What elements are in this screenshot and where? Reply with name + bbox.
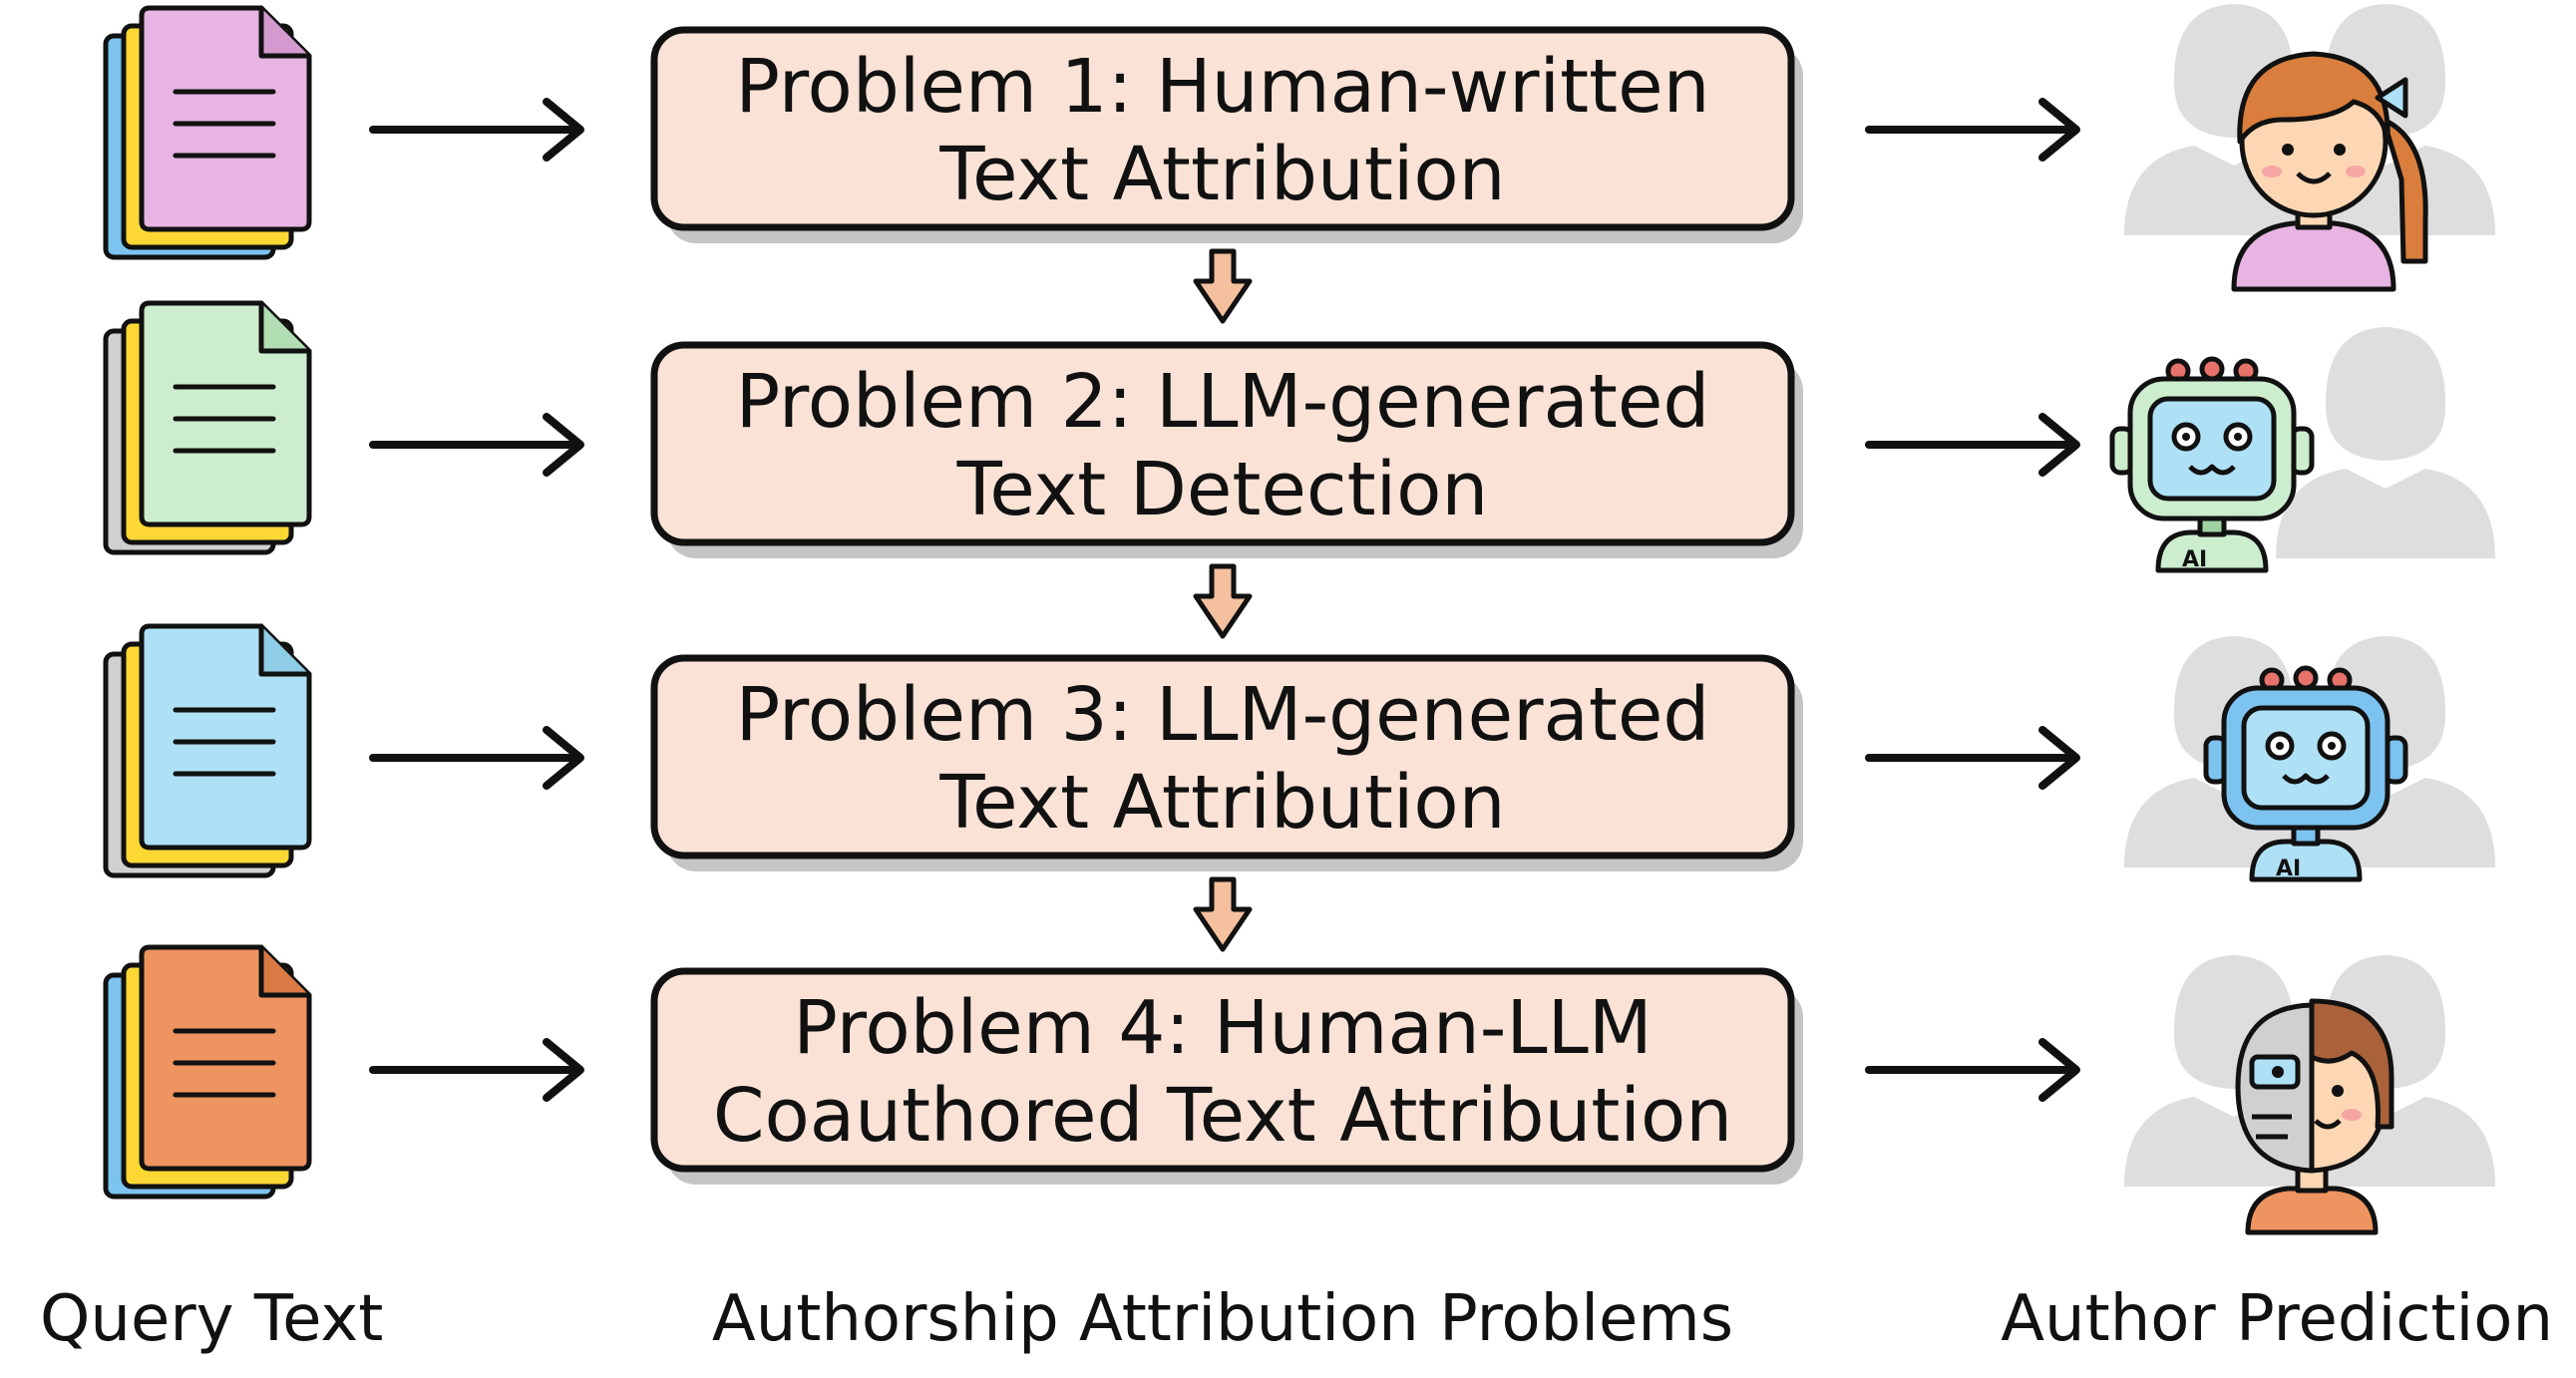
query-docs-2 [103,300,312,555]
problem-3-line-2: Text Attribution [938,760,1505,846]
right-arrow-icon [369,98,584,162]
down-arrow-icon [1193,248,1253,324]
right-arrow-icon [1865,1038,2080,1102]
woman-avatar-icon [2231,51,2428,292]
query-docs-3 [103,623,312,878]
author-prediction-1 [2124,4,2495,292]
problem-box-3: Problem 3: LLM-generated Text Attributio… [650,654,1803,871]
query-docs-4 [103,944,312,1200]
problem-1-line-2: Text Attribution [938,132,1505,217]
robot-badge-label: AI [2182,547,2207,572]
author-prediction-2: AI [2109,327,2495,573]
robot-avatar-icon: AI [2203,665,2408,882]
author-prediction-3: AI [2124,636,2495,882]
right-arrow-icon [369,726,584,790]
problems-label: Authorship Attribution Problems [712,1282,1733,1356]
problem-box-4: Problem 4: Human-LLM Coauthored Text Att… [650,967,1803,1185]
problem-4-line-1: Problem 4: Human-LLM [793,985,1652,1071]
robot-avatar-icon: AI [2109,356,2315,573]
problem-box-1: Problem 1: Human-written Text Attributio… [650,26,1803,243]
human-robot-avatar-icon [2235,998,2394,1235]
down-arrow-icon [1193,876,1253,952]
problem-3-line-1: Problem 3: LLM-generated [736,672,1710,758]
right-arrow-icon [369,1038,584,1102]
problem-box-2: Problem 2: LLM-generated Text Detection [650,341,1803,558]
right-arrow-icon [1865,726,2080,790]
problem-1-line-1: Problem 1: Human-written [735,44,1709,130]
query-docs-1 [103,5,312,260]
robot-badge-label: AI [2276,857,2301,881]
query-text-label: Query Text [40,1282,383,1356]
author-prediction-4 [2124,955,2495,1235]
problem-2-line-1: Problem 2: LLM-generated [736,359,1710,445]
problem-4-line-2: Coauthored Text Attribution [713,1073,1732,1159]
down-arrow-icon [1193,563,1253,639]
problem-2-line-2: Text Detection [956,447,1489,532]
right-arrow-icon [1865,413,2080,477]
right-arrow-icon [369,413,584,477]
author-prediction-label: Author Prediction [2001,1282,2553,1356]
right-arrow-icon [1865,98,2080,162]
